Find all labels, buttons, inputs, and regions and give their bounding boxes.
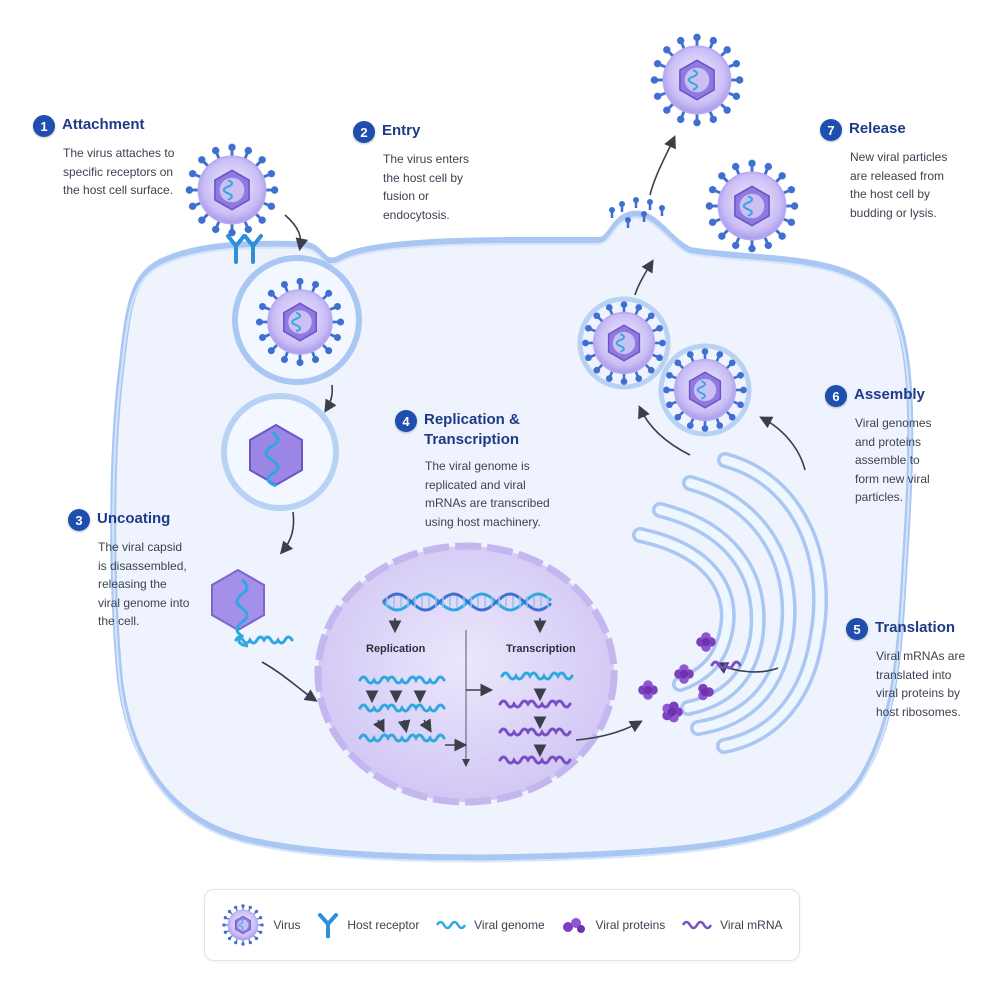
ribosome-protein (696, 632, 716, 652)
assembly-arrow-right (759, 416, 806, 471)
step-badge: 4 (395, 410, 417, 432)
protein-cluster (638, 680, 658, 700)
step-badge: 3 (68, 509, 90, 531)
step-badge: 6 (825, 385, 847, 407)
legend-label: Viral mRNA (720, 918, 783, 932)
dna-helix (381, 592, 552, 612)
step-assembly: 6 Assembly Viral genomes and proteins ass… (825, 385, 975, 507)
step-title: Assembly (854, 386, 925, 403)
entry-arrow (284, 214, 309, 252)
step-replication: 4 Replication & Transcription The viral g… (395, 410, 565, 531)
replicated-genome-strand (358, 675, 446, 685)
protein-cluster (698, 683, 714, 701)
budding-spikes (609, 197, 665, 228)
legend-item-genome: Viral genome (436, 918, 545, 932)
rep-4 (372, 718, 385, 733)
transcription-label: Transcription (506, 643, 576, 655)
legend-virus-glyph (222, 904, 265, 946)
genome-icon (436, 920, 467, 930)
step-attachment: 1 Attachment The virus attaches to specif… (33, 115, 183, 200)
step-title: Replication & Transcription (424, 411, 520, 448)
legend-label: Host receptor (347, 918, 420, 932)
protein-icon (563, 918, 586, 933)
golgi-apparatus (632, 452, 828, 754)
step-title: Attachment (62, 116, 145, 133)
step-uncoating: 3 Uncoating The viral capsid is disassemb… (68, 509, 218, 631)
step-translation: 5 Translation Viral mRNAs are translated … (846, 618, 996, 721)
legend-item-proteins: Viral proteins (561, 915, 665, 935)
assembly-vesicle (577, 296, 671, 390)
step-description: New viral particles are released from th… (850, 150, 948, 220)
step-title: Entry (382, 122, 421, 139)
virus-attaching (185, 143, 279, 237)
mrna-strand (498, 755, 572, 765)
protein-cluster (662, 701, 683, 723)
step-title: Uncoating (97, 510, 171, 527)
rep-5 (397, 719, 411, 734)
assembly-arrow-left (638, 405, 691, 456)
legend-item-virus: Virus (221, 903, 301, 947)
assembly-vesicle (658, 343, 752, 437)
receptor-icon (318, 913, 339, 938)
virus-released-1 (650, 33, 744, 127)
to-budding-arrow (634, 259, 654, 296)
step-release: 7 Release New viral particles are release… (820, 119, 980, 222)
virus-released-2 (705, 159, 799, 253)
step-title: Translation (875, 619, 956, 636)
mrna-icon (682, 920, 713, 930)
virus-budding-vesicle (582, 301, 666, 385)
release-arrow (649, 135, 676, 196)
host-receptors (226, 234, 263, 264)
virus-entering (255, 277, 345, 367)
to-uncoating-arrow (279, 511, 295, 555)
translation-arrow (715, 662, 779, 674)
step-description: The virus enters the host cell by fusion… (383, 152, 470, 222)
legend-item-mrna: Viral mRNA (682, 918, 783, 932)
step-description: Viral mRNAs are translated into viral pr… (876, 649, 966, 719)
replicated-genome-strand (358, 733, 446, 743)
to-endosome-arrow (324, 384, 337, 413)
step-description: Viral genomes and proteins assemble to f… (855, 416, 932, 504)
legend: Virus Host receptor Viral genome Viral p… (204, 889, 800, 961)
legend-label: Virus (273, 918, 301, 932)
mrna-strand (498, 727, 572, 737)
protein-cluster (674, 664, 694, 684)
step-entry: 2 Entry The virus enters the host cell by… (353, 121, 483, 224)
legend-item-receptor: Host receptor (317, 912, 419, 938)
mrna-at-ribosome (710, 660, 742, 670)
replication-label: Replication (366, 643, 426, 655)
legend-label: Viral proteins (595, 918, 666, 932)
step-badge: 1 (33, 115, 55, 137)
step-description: The virus attaches to specific receptors… (63, 146, 175, 197)
mrna-strand (498, 699, 572, 709)
to-nucleus-arrow (261, 661, 318, 702)
step-badge: 7 (820, 119, 842, 141)
uncoating-capsids (211, 423, 303, 648)
step-badge: 5 (846, 618, 868, 640)
step-title: Release (849, 120, 906, 137)
template-genome-strand (500, 671, 574, 681)
step-badge: 2 (353, 121, 375, 143)
export-arrow (575, 720, 643, 741)
step-description: The viral genome is replicated and viral… (425, 459, 550, 529)
virus-icon (222, 904, 265, 946)
legend-label: Viral genome (474, 918, 545, 932)
rep-6 (419, 718, 432, 733)
released-genome-strand (234, 635, 294, 645)
step-description: The viral capsid is disassembled, releas… (98, 540, 190, 628)
virus-assembled (663, 348, 747, 432)
replicated-genome-strand (358, 703, 446, 713)
